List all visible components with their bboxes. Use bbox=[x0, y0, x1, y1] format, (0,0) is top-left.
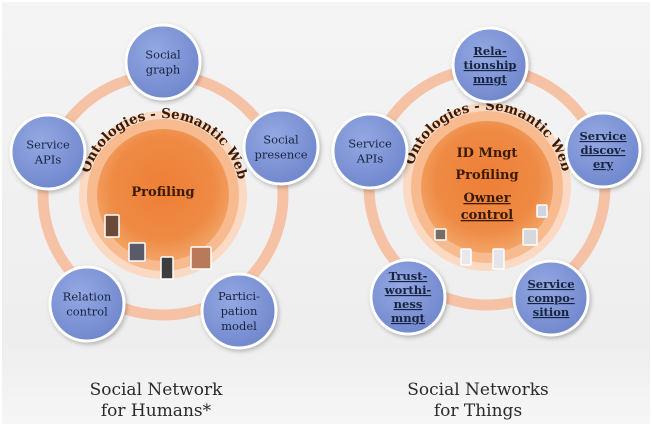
center-item: control bbox=[461, 208, 514, 223]
satellite-label: APIs bbox=[356, 152, 384, 166]
satellite-label: Trust- bbox=[389, 269, 428, 283]
satellite-circle bbox=[564, 111, 642, 189]
satellite-label: Service bbox=[26, 138, 70, 152]
satellite-label: Rela- bbox=[473, 44, 507, 58]
satellite-label: mngt bbox=[391, 311, 426, 325]
diagram-1: Ontologies - Semantic WebProfilingSocial… bbox=[9, 23, 320, 350]
satellite-label: presence bbox=[254, 148, 307, 162]
thumbnail-image bbox=[522, 228, 538, 246]
satellite-circle bbox=[512, 259, 590, 337]
satellite-circle bbox=[451, 26, 529, 104]
satellite-label: control bbox=[66, 305, 108, 319]
core-disc bbox=[421, 121, 553, 253]
left-diagram-caption: Social Network for Humans* bbox=[26, 380, 286, 422]
center-item: Profiling bbox=[455, 168, 518, 183]
core-disc bbox=[97, 129, 229, 261]
right-caption-line-2: for Things bbox=[433, 401, 523, 421]
satellite-label: tionship bbox=[464, 58, 517, 72]
right-caption-line-1: Social Networks bbox=[407, 380, 549, 400]
thumbnail-image bbox=[536, 204, 548, 218]
satellite-label: Service bbox=[579, 129, 626, 143]
left-caption-line-1: Social Network bbox=[89, 380, 223, 400]
thumbnail-image bbox=[128, 242, 146, 262]
satellite-label: Service bbox=[527, 277, 574, 291]
satellite-label: compo- bbox=[527, 291, 575, 305]
center-item: Owner bbox=[463, 191, 510, 206]
thumbnail-image bbox=[160, 256, 174, 280]
satellite-label: Social bbox=[263, 133, 299, 147]
satellite-label: Relation bbox=[63, 290, 112, 304]
satellite-label: ery bbox=[593, 157, 613, 171]
satellite-label: pation bbox=[221, 304, 258, 318]
satellite-label: Service bbox=[348, 137, 392, 151]
satellite-circle bbox=[9, 113, 87, 191]
satellite-circle bbox=[369, 258, 447, 336]
satellite-circle bbox=[48, 265, 126, 343]
center-item: ID Mngt bbox=[457, 146, 518, 161]
satellite-label: sition bbox=[533, 305, 570, 319]
thumbnail-image bbox=[434, 228, 447, 241]
satellite-label: APIs bbox=[34, 153, 62, 167]
satellite-circle bbox=[200, 272, 278, 350]
satellite-label: graph bbox=[146, 63, 181, 77]
satellite-label: Partici- bbox=[218, 289, 260, 303]
satellite-circle bbox=[242, 108, 320, 186]
thumbnail-image bbox=[492, 248, 505, 270]
satellite-circle bbox=[331, 112, 409, 190]
center-item: Profiling bbox=[131, 185, 194, 200]
satellite-label: discov- bbox=[580, 143, 625, 157]
thumbnail-image bbox=[190, 246, 212, 270]
satellite-label: ness bbox=[394, 297, 423, 311]
satellite-label: model bbox=[221, 319, 257, 333]
satellite-label: worthi- bbox=[384, 283, 432, 297]
satellite-label: Social bbox=[145, 48, 181, 62]
satellite-label: mngt bbox=[473, 72, 508, 86]
right-diagram-caption: Social Networks for Things bbox=[348, 380, 608, 422]
thumbnail-image bbox=[104, 214, 120, 238]
left-caption-line-2: for Humans* bbox=[100, 401, 212, 421]
satellite-circle bbox=[124, 23, 202, 101]
thumbnail-image bbox=[460, 248, 472, 266]
